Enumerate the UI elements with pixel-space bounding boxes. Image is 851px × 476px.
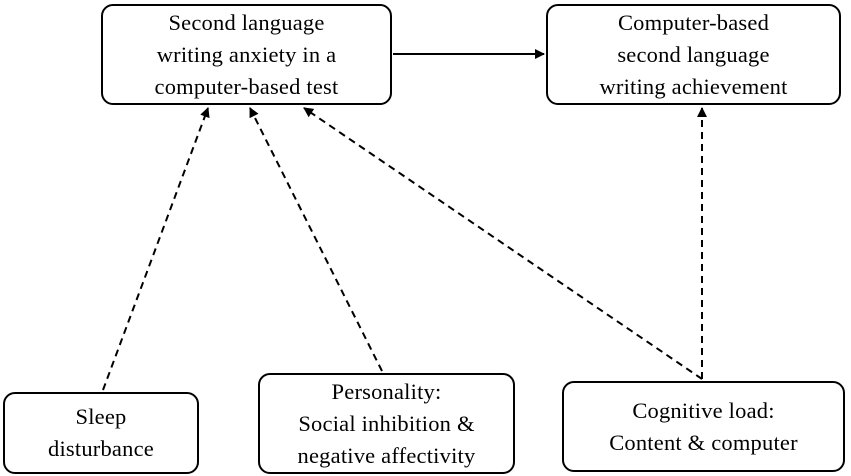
node-writing-achievement: Computer-based second language writing a… bbox=[546, 4, 841, 105]
node-writing-anxiety: Second language writing anxiety in a com… bbox=[101, 4, 392, 105]
node-text-line: Social inhibition & bbox=[298, 410, 475, 436]
node-sleep-disturbance: Sleep disturbance bbox=[3, 392, 199, 474]
edge-personality-to-anxiety bbox=[249, 107, 383, 372]
node-text-line: Content & computer bbox=[609, 429, 798, 455]
node-text-line: negative affectivity bbox=[297, 442, 476, 468]
node-text-line: computer-based test bbox=[154, 73, 339, 99]
node-text-line: writing achievement bbox=[599, 73, 788, 99]
node-cognitive-load: Cognitive load: Content & computer bbox=[562, 381, 845, 472]
node-text-line: Sleep bbox=[75, 404, 127, 429]
node-text-line: Personality: bbox=[331, 378, 442, 404]
node-text-line: second language bbox=[617, 41, 770, 67]
edge-sleep-to-anxiety bbox=[102, 107, 210, 391]
node-text-line: disturbance bbox=[48, 436, 154, 461]
node-text-line: Computer-based bbox=[617, 9, 770, 35]
node-text-line: Cognitive load: bbox=[632, 397, 775, 423]
node-text-line: writing anxiety in a bbox=[156, 41, 337, 67]
node-personality: Personality: Social inhibition & negativ… bbox=[258, 373, 515, 474]
edge-cognitive-to-anxiety bbox=[303, 107, 703, 380]
node-text-line: Second language bbox=[168, 9, 325, 35]
